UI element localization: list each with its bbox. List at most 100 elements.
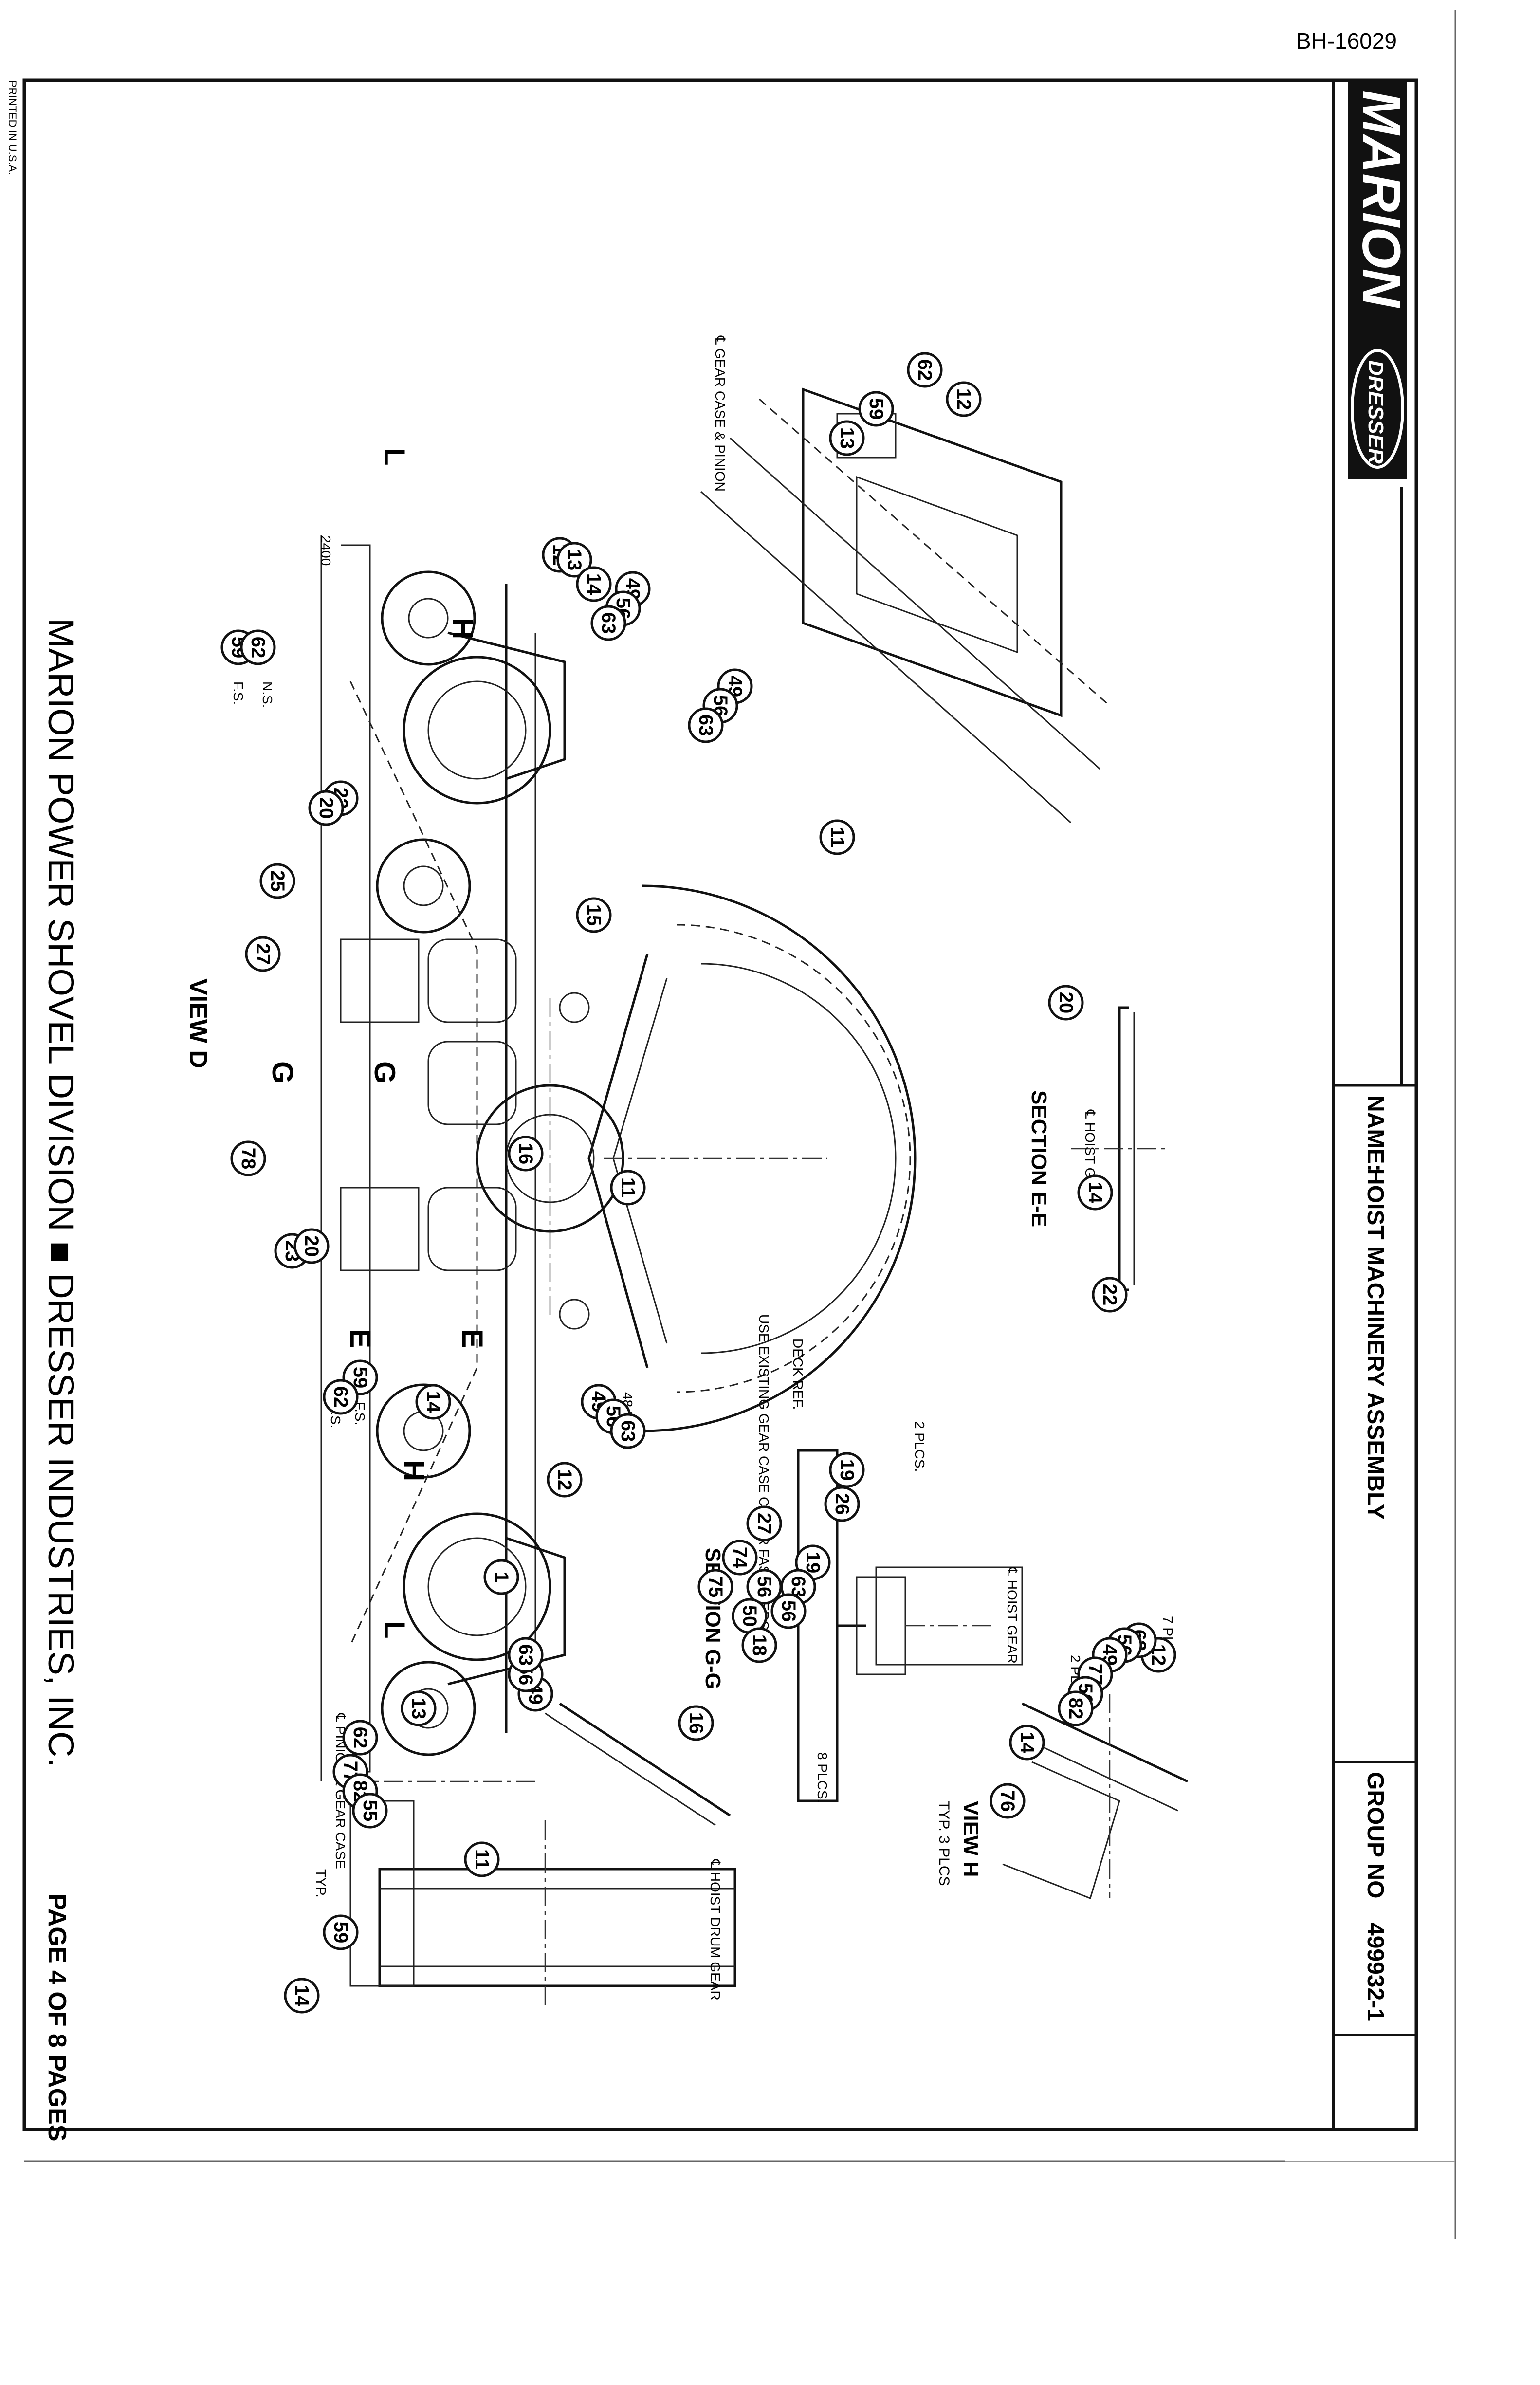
balloon-circle <box>1009 1725 1045 1761</box>
balloon-label: 82 <box>1065 1698 1086 1720</box>
mark-e-right: E <box>456 1329 489 1348</box>
balloon-label: 59 <box>330 1922 351 1944</box>
balloon-circle <box>688 707 724 743</box>
balloon-circle <box>824 1486 860 1522</box>
balloon-label: 27 <box>753 1513 775 1535</box>
mark-l-left: L <box>378 448 411 466</box>
item-balloon-62: 62 <box>342 1720 378 1756</box>
label-view-h: VIEW H <box>959 1801 983 1877</box>
balloon-label: 14 <box>1016 1732 1038 1754</box>
balloon-label: 19 <box>802 1552 824 1574</box>
item-balloon-15: 15 <box>576 897 612 933</box>
balloon-circle <box>415 1384 451 1420</box>
item-balloon-75: 75 <box>697 1569 733 1605</box>
balloon-circle <box>907 352 943 388</box>
item-balloon-27: 27 <box>746 1505 782 1541</box>
balloon-circle <box>547 1462 583 1498</box>
balloon-circle <box>483 1559 519 1595</box>
item-balloon-25: 25 <box>259 863 295 899</box>
balloon-circle <box>829 1452 865 1488</box>
balloon-circle <box>946 381 982 417</box>
note-hoist-drum-gear: ℄ HOIST DRUM GEAR <box>708 1859 723 2000</box>
item-balloon-63: 63 <box>688 707 724 743</box>
balloon-label: 14 <box>291 1985 312 2007</box>
item-balloon-13: 13 <box>556 542 592 578</box>
doc-number: BH-16029 <box>1296 28 1397 54</box>
note-2-plcs-a: 2 PLCS. <box>912 1421 927 1472</box>
balloon-label: 63 <box>617 1420 639 1442</box>
balloon-label: 56 <box>778 1600 799 1622</box>
balloon-label: 74 <box>729 1547 751 1569</box>
item-balloon-62: 62 <box>240 629 276 665</box>
item-balloon-20: 20 <box>293 1228 330 1264</box>
balloon-label: 63 <box>695 715 716 736</box>
balloon-circle <box>230 1140 266 1176</box>
balloon-label: 19 <box>836 1459 858 1481</box>
balloon-label: 20 <box>1055 992 1077 1014</box>
balloon-label: 20 <box>301 1235 322 1257</box>
balloon-label: 55 <box>359 1800 381 1822</box>
balloon-circle <box>1077 1174 1113 1211</box>
note-fs-left: F.S. <box>231 681 246 705</box>
page-number: PAGE 4 OF 8 PAGES <box>43 1893 71 2142</box>
balloon-circle <box>858 391 894 427</box>
item-balloon-59: 59 <box>858 391 894 427</box>
balloon-circle <box>508 1136 544 1172</box>
balloon-label: 26 <box>831 1493 853 1515</box>
item-balloon-14: 14 <box>1077 1174 1113 1211</box>
balloon-label: 14 <box>583 573 605 595</box>
balloon-circle <box>293 1228 330 1264</box>
balloon-circle <box>352 1793 388 1829</box>
item-balloon-78: 78 <box>230 1140 266 1176</box>
balloon-label: 11 <box>617 1177 639 1198</box>
balloon-circle <box>245 936 281 972</box>
balloon-label: 78 <box>238 1148 259 1170</box>
section-mark-group: L L G G E E H H <box>266 448 489 1639</box>
item-balloon-11: 11 <box>610 1170 646 1206</box>
balloon-circle <box>576 897 612 933</box>
balloon-circle <box>308 790 344 826</box>
balloon-circle <box>829 420 865 456</box>
item-balloon-56: 56 <box>746 1569 782 1605</box>
printed-in-label: PRINTED IN U.S.A. <box>6 80 18 175</box>
balloon-label: 75 <box>705 1576 726 1598</box>
item-balloon-14: 14 <box>415 1384 451 1420</box>
item-balloon-1: 1 <box>483 1559 519 1595</box>
item-balloon-14: 14 <box>1009 1725 1045 1761</box>
item-balloon-14: 14 <box>284 1978 320 2014</box>
balloon-circle <box>1058 1690 1094 1726</box>
label-view-d: VIEW D <box>184 978 212 1068</box>
name-label: NAME: <box>1362 1095 1388 1172</box>
balloon-label: 59 <box>865 398 887 420</box>
item-balloon-16: 16 <box>678 1705 714 1741</box>
note-8-plcs: 8 PLCS. <box>815 1752 830 1803</box>
balloon-circle <box>990 1783 1026 1819</box>
note-hoist-gear-g: ℄ HOIST GEAR <box>1005 1567 1020 1664</box>
item-balloon-63: 63 <box>590 605 626 641</box>
balloon-label: 16 <box>685 1712 707 1734</box>
item-balloon-12: 12 <box>946 381 982 417</box>
balloon-label: 20 <box>315 797 337 819</box>
logo-brand: MARION <box>1351 90 1411 309</box>
balloon-circle <box>741 1627 777 1663</box>
item-balloon-11: 11 <box>464 1841 500 1877</box>
balloon-circle <box>770 1593 807 1629</box>
mark-g-right: G <box>368 1061 401 1084</box>
item-balloon-16: 16 <box>508 1136 544 1172</box>
item-balloon-62: 62 <box>907 352 943 388</box>
balloon-circle <box>1092 1277 1128 1313</box>
balloon-circle <box>240 629 276 665</box>
balloon-label: 18 <box>749 1634 770 1656</box>
balloon-circle <box>284 1978 320 2014</box>
balloon-label: 62 <box>247 637 269 659</box>
balloon-circle <box>576 566 612 602</box>
balloon-label: 62 <box>349 1727 371 1749</box>
balloon-circle <box>746 1505 782 1541</box>
balloon-circle <box>401 1690 437 1726</box>
balloon-label: 16 <box>515 1143 536 1165</box>
balloon-circle <box>342 1720 378 1756</box>
balloon-circle <box>508 1637 544 1673</box>
label-section-e-e: SECTION E-E <box>1027 1090 1051 1227</box>
balloon-circle <box>819 819 855 855</box>
